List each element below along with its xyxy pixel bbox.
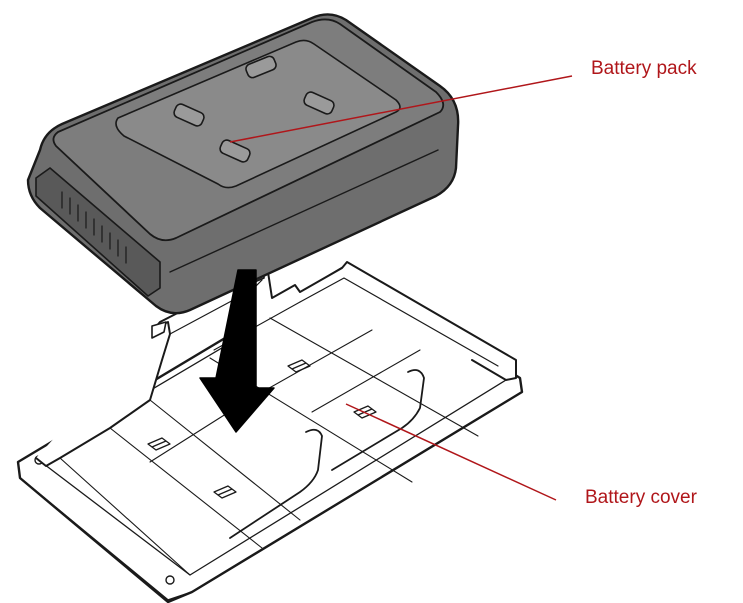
- battery-cover-illustration: [16, 261, 524, 603]
- cover-divider-2: [331, 369, 425, 471]
- cover-divider-1: [229, 428, 323, 539]
- cover-floor-lines: [59, 301, 479, 576]
- battery-pack-side-groove: [169, 149, 439, 273]
- insert-down-arrow-icon: [199, 269, 275, 433]
- battery-pack-illustration: [26, 13, 460, 315]
- leader-line-battery-pack: [229, 75, 573, 143]
- cover-left-tab: [151, 321, 167, 339]
- battery-pack-label-area: [115, 39, 401, 189]
- leader-line-battery-cover: [345, 403, 557, 501]
- battery-pack-connector-end: [35, 167, 161, 297]
- cover-pin-bottom: [165, 575, 175, 585]
- battery-pack-latch-slots: [173, 55, 335, 163]
- cover-base-edge: [19, 391, 523, 601]
- battery-cover-label: Battery cover: [585, 487, 697, 508]
- battery-pack-label: Battery pack: [591, 58, 697, 79]
- battery-pack-contacts: [61, 191, 127, 264]
